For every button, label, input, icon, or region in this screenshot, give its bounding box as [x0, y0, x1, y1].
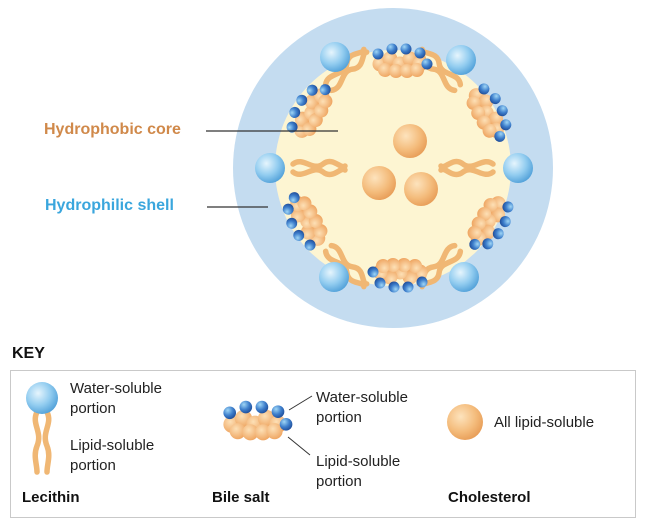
micelle	[233, 8, 553, 328]
bile-lipid-leader	[287, 436, 311, 456]
bile-water-leader	[288, 395, 313, 411]
hydrophilic-shell-label: Hydrophilic shell	[45, 197, 174, 214]
bile-water-soluble-label: Water-soluble portion	[316, 388, 408, 428]
cholesterol-description: All lipid-soluble	[494, 414, 595, 431]
bile-lipid-line-2: portion	[316, 473, 362, 490]
bile-lipid-soluble-label: Lipid-soluble portion	[316, 452, 400, 492]
lecithin-lipid-line-1: Lipid-soluble	[70, 437, 155, 454]
lecithin-water-soluble-label: Water-soluble portion	[70, 379, 162, 419]
lecithin-lipid-line-2: portion	[70, 457, 116, 474]
hydrophobic-core-label: Hydrophobic core	[44, 121, 181, 138]
lecithin-water-line-1: Water-soluble	[70, 380, 162, 397]
key-box	[10, 370, 636, 518]
lecithin-water-line-2: portion	[70, 400, 116, 417]
hydrophobic-core	[275, 50, 511, 286]
key-title: KEY	[12, 345, 45, 362]
cholesterol-name: Cholesterol	[448, 489, 531, 506]
core-cholesterol	[362, 124, 438, 206]
bile-salt-name: Bile salt	[212, 489, 270, 506]
lecithin-lipid-soluble-label: Lipid-soluble portion	[70, 436, 154, 476]
bile-water-line-1: Water-soluble	[316, 389, 408, 406]
bile-water-line-2: portion	[316, 409, 362, 426]
lecithin-heads	[255, 42, 533, 292]
key-cholesterol-symbol	[447, 404, 483, 440]
key-lecithin-symbol	[26, 382, 58, 475]
lecithin-name: Lecithin	[22, 489, 80, 506]
bile-lipid-line-1: Lipid-soluble	[316, 453, 401, 470]
